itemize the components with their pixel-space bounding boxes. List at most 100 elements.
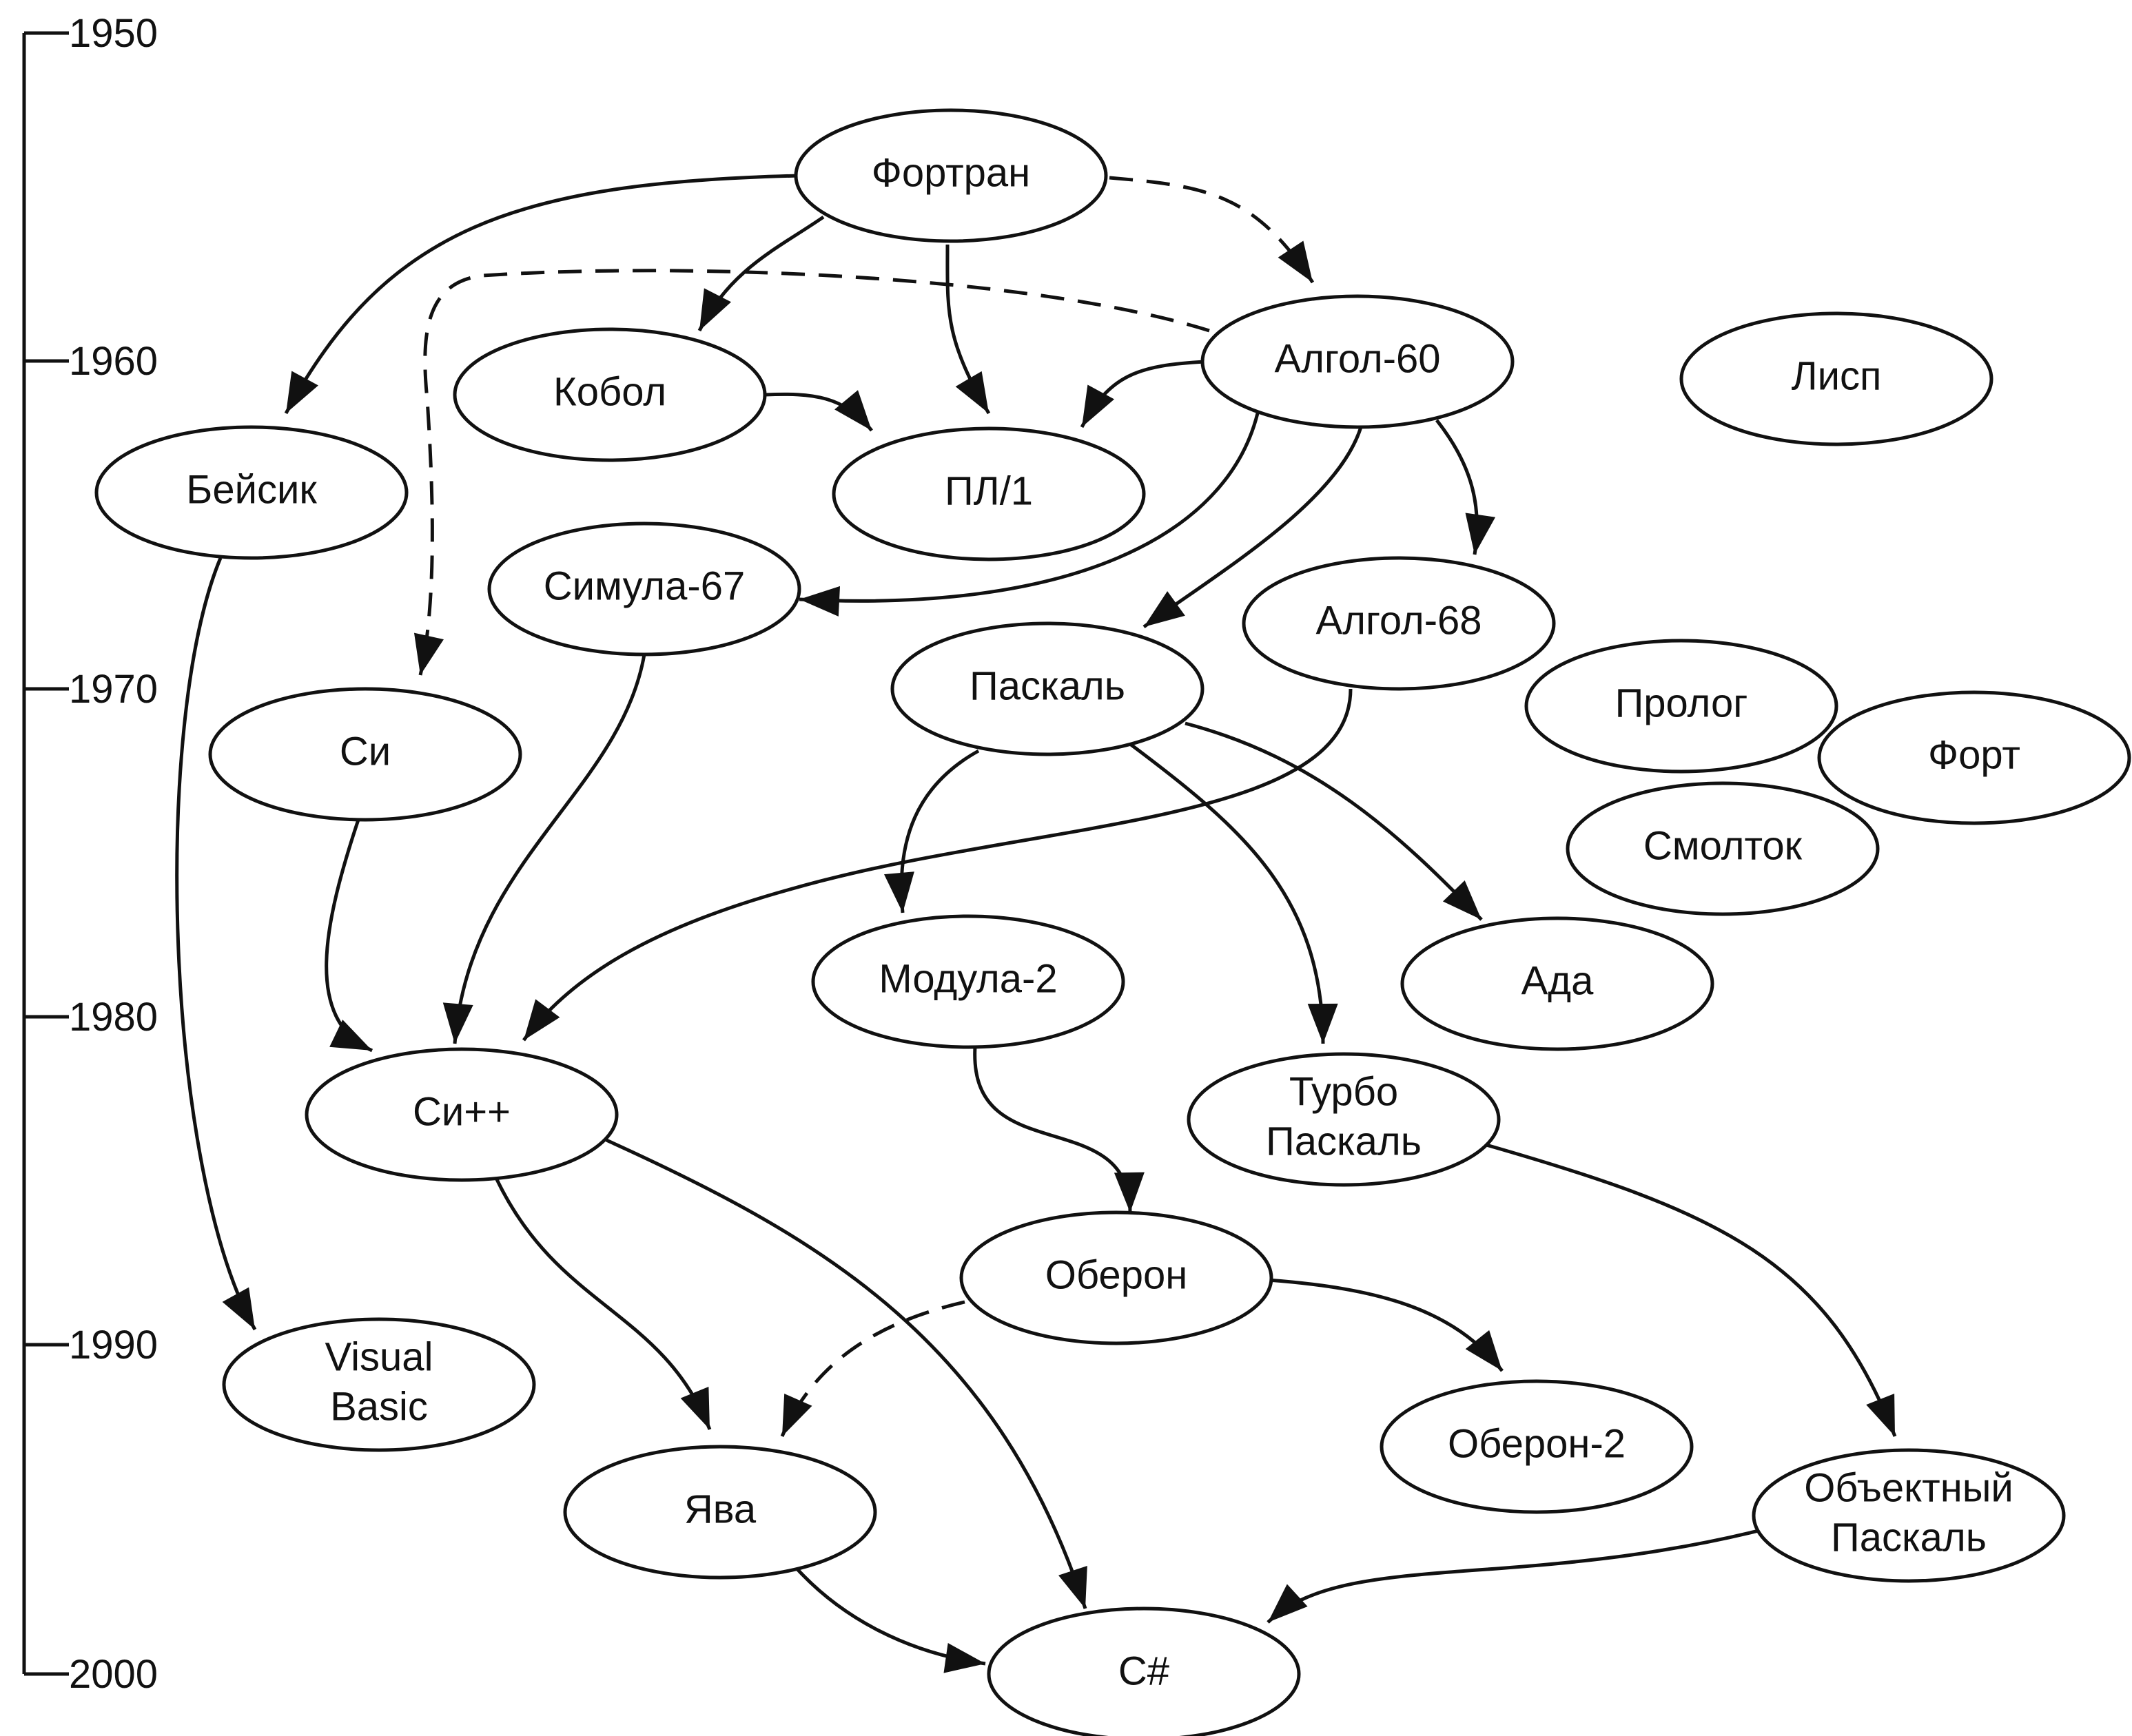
node-prolog: Пролог <box>1524 639 1838 774</box>
node-ellipse <box>208 687 522 822</box>
node-label: Оберон-2 <box>1448 1421 1626 1466</box>
edge-pascal-modula2 <box>899 749 980 913</box>
node-ellipse <box>1400 916 1714 1051</box>
node-pascal: Паскаль <box>890 621 1205 756</box>
edge-simula67-cpp <box>453 654 646 1044</box>
node-ada: Ада <box>1400 916 1714 1051</box>
node-java: Ява <box>563 1445 877 1580</box>
arrowhead-pascal-modula2 <box>883 871 914 913</box>
edge-oberon-java <box>780 1300 965 1437</box>
node-c: Си <box>208 687 522 822</box>
node-label: Visual <box>325 1334 433 1379</box>
arrowhead-algol60-simula67 <box>799 586 841 617</box>
edge-modula2-oberon <box>973 1046 1132 1213</box>
node-label: Паскаль <box>1266 1119 1422 1164</box>
node-label: Фортран <box>872 150 1030 195</box>
node-ellipse <box>222 1317 536 1452</box>
arrowhead-objectpascal-csharp <box>1268 1584 1308 1622</box>
edge-oberon-oberon2 <box>1267 1278 1504 1372</box>
node-ellipse <box>487 521 801 657</box>
arrowhead-cobol-pl1 <box>834 390 872 431</box>
node-oberon: Оберон <box>959 1210 1273 1345</box>
arrowhead-oberon-java <box>782 1394 812 1436</box>
arrowhead-cpp-java <box>680 1386 710 1429</box>
node-cpp: Си++ <box>305 1047 619 1182</box>
arrowhead-pascal-turbopascal <box>1307 1003 1338 1044</box>
edge-basic-visualbasic <box>175 557 257 1331</box>
node-ellipse <box>890 621 1205 756</box>
arrowhead-fortran-pl1 <box>955 371 989 413</box>
year-label: 1990 <box>69 1323 158 1367</box>
edge-algol60-pascal <box>1142 426 1363 629</box>
node-label: C# <box>1118 1649 1169 1693</box>
node-ellipse <box>959 1210 1273 1345</box>
edge-objectpascal-csharp <box>1267 1527 1765 1624</box>
node-ellipse <box>1524 639 1838 774</box>
node-label: Basic <box>330 1384 428 1429</box>
node-label: Оберон <box>1045 1252 1187 1297</box>
node-ellipse <box>305 1047 619 1182</box>
node-label: ПЛ/1 <box>945 468 1033 513</box>
node-label: Бейсик <box>186 467 317 512</box>
node-fortran: Фортран <box>794 108 1108 243</box>
node-label: Кобол <box>553 369 666 414</box>
arrowhead-algol68-cpp <box>524 999 560 1040</box>
node-label: Алгол-68 <box>1315 598 1482 643</box>
node-label: Смолток <box>1643 823 1803 868</box>
node-smalltalk: Смолток <box>1566 781 1880 916</box>
arrowhead-fortran-basic <box>286 371 318 413</box>
edge-pascal-ada <box>1185 721 1483 921</box>
node-label: Паскаль <box>1831 1515 1987 1560</box>
node-pl1: ПЛ/1 <box>832 426 1146 561</box>
arrowhead-simula67-cpp <box>442 1002 473 1044</box>
year-label: 1950 <box>69 11 158 56</box>
node-cobol: Кобол <box>453 327 767 462</box>
edge-algol68-cpp <box>522 688 1353 1042</box>
arrowhead-pascal-ada <box>1442 880 1482 920</box>
arrowhead-algol60-pascal <box>1144 591 1185 627</box>
arrowhead-turbopascal-objectpascal <box>1866 1393 1895 1436</box>
node-ellipse <box>794 108 1108 243</box>
node-label: Ада <box>1521 958 1595 1003</box>
node-modula2: Модула-2 <box>811 914 1125 1049</box>
node-ellipse <box>1242 556 1556 691</box>
node-label: Турбо <box>1289 1069 1398 1114</box>
edge-algol60-simula67 <box>799 413 1260 603</box>
node-label: Пролог <box>1615 681 1748 725</box>
node-ellipse <box>987 1606 1301 1736</box>
edge-cpp-csharp <box>605 1138 1087 1609</box>
node-ellipse <box>563 1445 877 1580</box>
edge-algol60-c <box>418 269 1210 676</box>
node-ellipse <box>453 327 767 462</box>
edges <box>175 174 1897 1673</box>
node-ellipse <box>1380 1379 1694 1514</box>
arrowhead-cpp-csharp <box>1058 1566 1087 1609</box>
node-ellipse <box>1752 1448 2066 1583</box>
node-ellipse <box>94 425 409 560</box>
node-ellipse <box>811 914 1125 1049</box>
arrowhead-c-cpp <box>329 1020 372 1051</box>
node-label: Си++ <box>413 1089 511 1134</box>
node-algol68: Алгол-68 <box>1242 556 1556 691</box>
edge-fortran-algol60 <box>1109 176 1315 284</box>
node-forth: Форт <box>1817 690 2131 825</box>
arrowhead-fortran-cobol <box>699 288 732 331</box>
arrowhead-algol60-c <box>413 632 444 675</box>
edge-pascal-turbopascal <box>1129 743 1325 1044</box>
node-label: Модула-2 <box>879 956 1057 1001</box>
node-label: Объектный <box>1804 1465 2013 1510</box>
arrowhead-algol60-algol68 <box>1465 513 1496 555</box>
edge-cpp-java <box>494 1177 712 1430</box>
arrowhead-basic-visualbasic <box>222 1287 255 1330</box>
node-label: Ява <box>684 1487 757 1531</box>
arrowhead-algol60-pl1 <box>1082 384 1115 427</box>
arrowhead-oberon-oberon2 <box>1465 1330 1502 1371</box>
year-label: 2000 <box>69 1652 158 1697</box>
year-label: 1970 <box>69 667 158 712</box>
node-lisp: Лисп <box>1679 311 1993 446</box>
